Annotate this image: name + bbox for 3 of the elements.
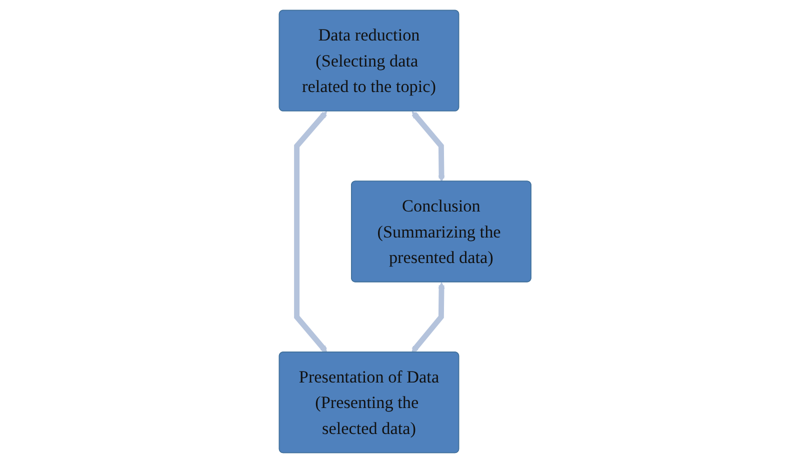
arrow bbox=[294, 111, 328, 353]
arrow bbox=[412, 111, 446, 182]
arrow bbox=[412, 282, 446, 353]
